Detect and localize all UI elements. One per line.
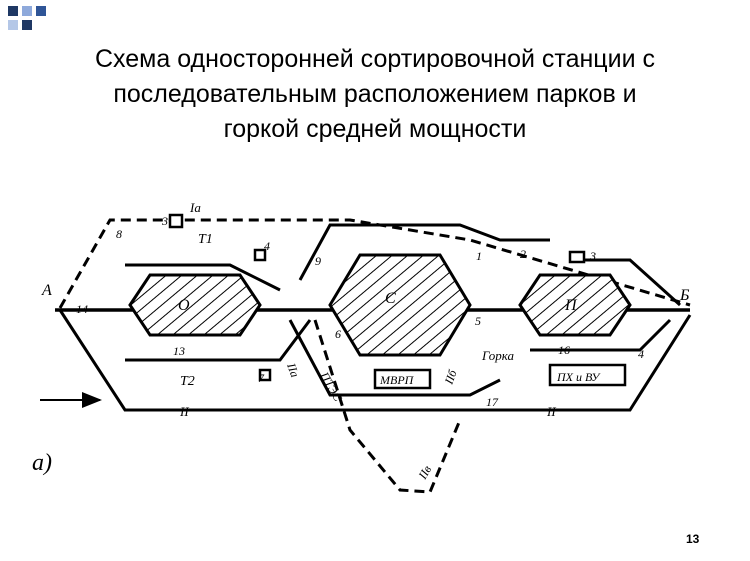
label-track-2a: IIа	[284, 360, 302, 379]
label-mvrp: МВРП	[379, 373, 415, 387]
box-7	[258, 368, 272, 382]
label-n3-right: 3	[589, 249, 596, 263]
label-pto: ПХ и ВУ	[556, 370, 601, 384]
label-n6: 6	[335, 327, 341, 341]
deco-square-4	[8, 20, 18, 30]
label-n1: 1	[476, 249, 482, 263]
label-n8: 8	[116, 227, 122, 241]
label-endpoint-a: А	[41, 282, 52, 299]
station-scheme-diagram: А Б О С П Iа II II IIа IIб IIв Т1 Т2 Гор…	[32, 200, 692, 494]
label-n13: 13	[173, 344, 185, 358]
park-o	[128, 273, 262, 337]
deco-square-5	[22, 20, 32, 30]
label-endpoint-b: Б	[679, 287, 690, 304]
label-t2: Т2	[180, 374, 195, 389]
label-t1: Т1	[198, 232, 213, 247]
deco-square-2	[22, 6, 32, 16]
label-park-o: О	[178, 297, 190, 314]
box-4-left	[253, 248, 267, 262]
park-c	[328, 253, 472, 357]
page-number: 13	[686, 532, 700, 546]
label-n5: 5	[475, 314, 481, 328]
label-n9: 9	[315, 254, 321, 268]
label-track-2: II	[179, 404, 189, 419]
box-pto	[548, 363, 627, 387]
label-n4-right: 4	[638, 347, 644, 361]
right-lower-track	[530, 318, 672, 352]
box-3-right	[568, 250, 586, 264]
label-track-2-right: II	[546, 404, 556, 419]
upper-bypass	[125, 263, 281, 292]
label-track-2b: IIб	[441, 367, 460, 387]
box-3-left	[168, 213, 184, 229]
label-n16: 16	[558, 343, 570, 357]
title-line-3: горкой средней мощности	[223, 115, 527, 143]
track-1a	[58, 218, 691, 309]
label-n17: 17	[486, 395, 499, 409]
label-n14: 14	[76, 302, 88, 316]
label-n3-left: 3	[161, 214, 168, 228]
facility-boxes	[168, 213, 627, 390]
label-caption: а)	[32, 450, 52, 476]
deco-square-1	[8, 6, 18, 16]
label-track-2v: IIв	[415, 463, 434, 482]
box-mvrp	[373, 368, 432, 390]
track-2v	[313, 319, 462, 494]
right-upper-track	[570, 258, 682, 307]
title-line-2: последовательным расположением парков и	[113, 80, 637, 108]
track-2	[58, 309, 692, 412]
deco-square-3	[36, 6, 46, 16]
label-n2: 2	[520, 247, 526, 261]
lower-connector	[288, 319, 501, 397]
label-park-c: С	[385, 290, 396, 307]
label-n4-left: 4	[264, 239, 270, 253]
title-line-1: Схема односторонней сортировочной станци…	[94, 45, 655, 73]
diagram-labels: А Б О С П Iа II II IIа IIб IIв Т1 Т2 Гор…	[32, 200, 690, 482]
upper-connector	[298, 223, 550, 281]
page-title: Схема односторонней сортировочной станци…	[20, 42, 730, 147]
label-park-p: П	[564, 297, 578, 314]
lower-bypass	[125, 319, 312, 362]
park-p	[518, 273, 632, 337]
label-track-1a: Iа	[189, 200, 201, 215]
label-n7: 7	[258, 371, 265, 385]
label-gorka: Горка	[481, 348, 514, 363]
